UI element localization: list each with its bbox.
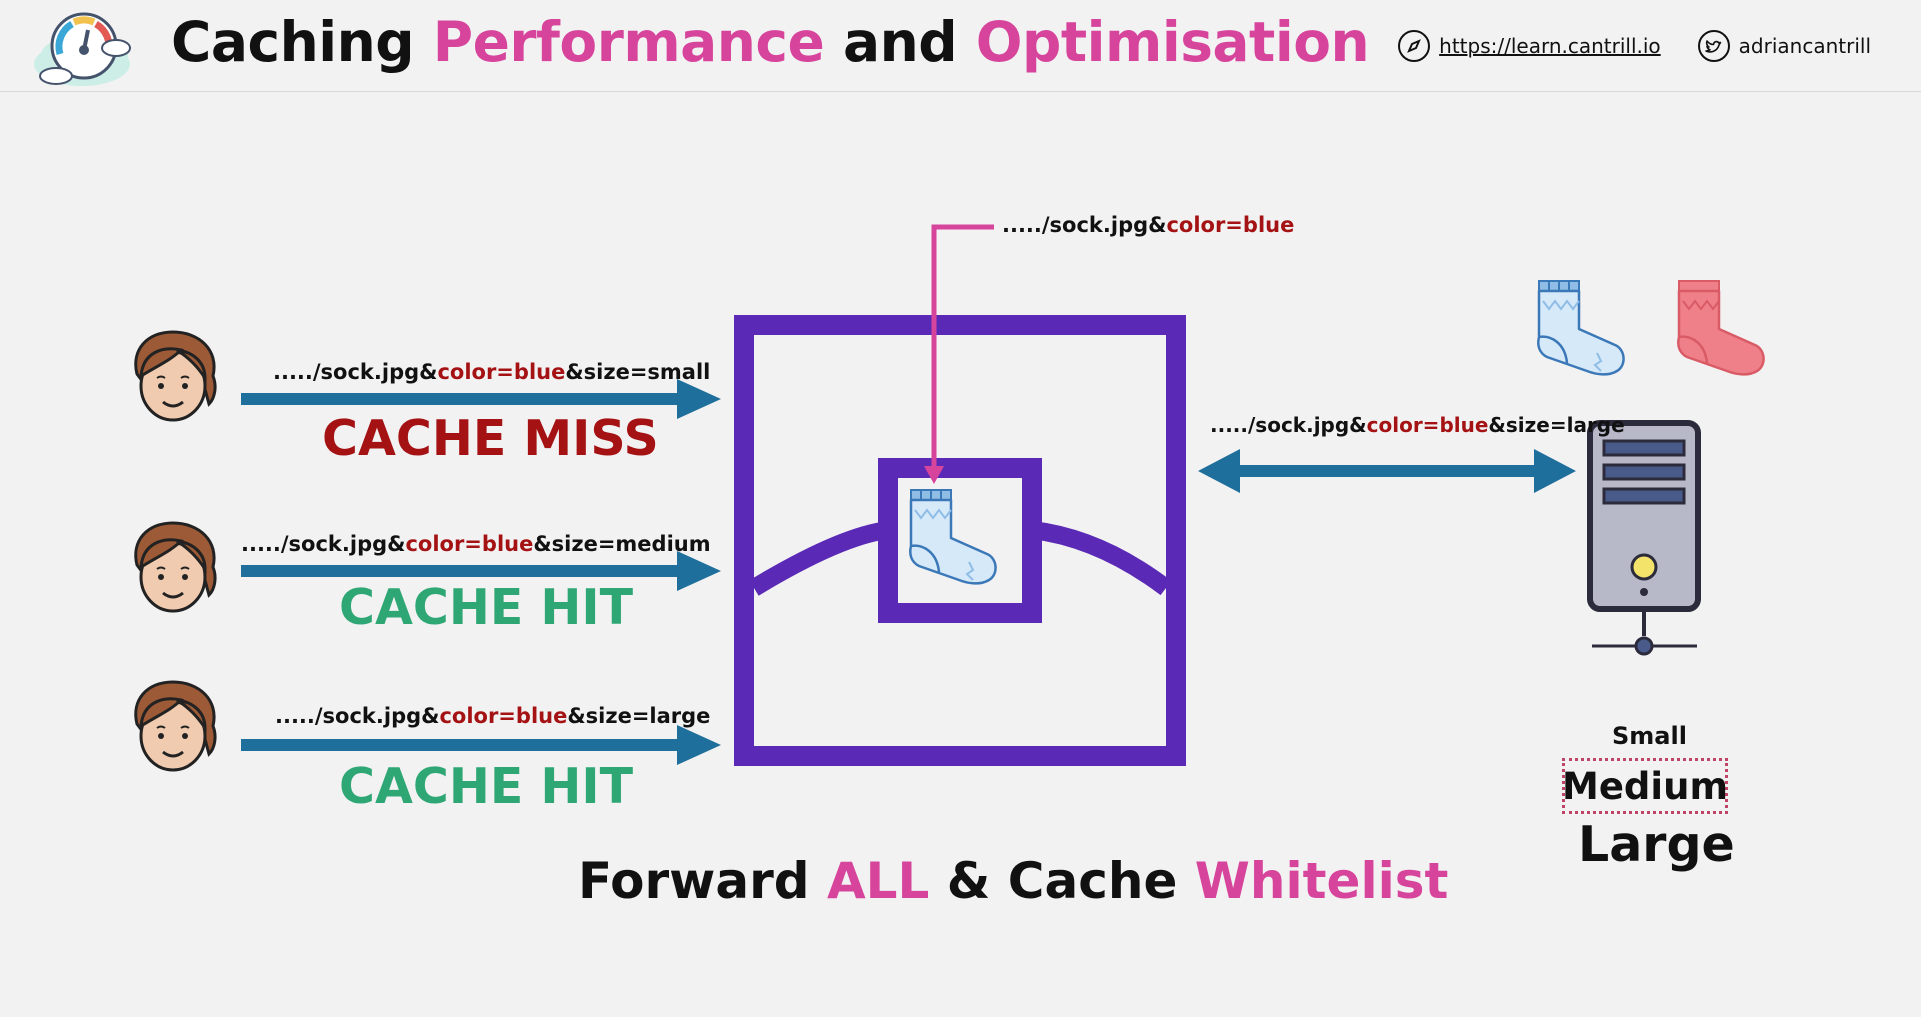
cache-hit-label-2: CACHE HIT (339, 758, 634, 815)
request-3-size-param: &size=large (567, 704, 711, 728)
request-arrow-2 (241, 551, 721, 591)
title-part-2: Performance (432, 10, 825, 74)
size-large-label: Large (1578, 816, 1735, 873)
twitter-handle[interactable]: adriancantrill (1738, 34, 1871, 58)
cache-miss-label: CACHE MISS (322, 410, 659, 467)
cache-hit-label-1: CACHE HIT (339, 579, 634, 636)
request-url-1: ...../sock.jpg&color=blue&size=small (273, 360, 710, 384)
footer-title: Forward ALL & Cache Whitelist (578, 852, 1448, 910)
cached-object-box (878, 458, 1042, 623)
edge-arc-right (1030, 521, 1172, 596)
footer-part-2: ALL (826, 852, 930, 910)
edge-arc-left (749, 521, 890, 596)
origin-request-label: ...../sock.jpg&color=blue&size=large (1210, 413, 1625, 437)
compass-icon (1398, 30, 1431, 62)
size-small-label: Small (1612, 722, 1687, 750)
size-medium-label: Medium (1562, 758, 1728, 814)
request-2-path: ...../sock.jpg& (241, 532, 406, 556)
origin-request-color-param: color=blue (1366, 413, 1489, 437)
request-2-size-param: &size=medium (533, 532, 711, 556)
cache-key-path: ...../sock.jpg& (1002, 213, 1167, 237)
request-arrow-3 (241, 725, 721, 765)
cache-key-color-param: color=blue (1166, 213, 1295, 237)
request-2-color-param: color=blue (405, 532, 534, 556)
request-arrow-1 (241, 379, 721, 419)
cache-key-arrowhead (924, 466, 944, 484)
cache-key-label: ...../sock.jpg&color=blue (1002, 213, 1294, 237)
blue-sock-icon (1537, 279, 1625, 376)
website-url[interactable]: https://learn.cantrill.io (1439, 34, 1661, 58)
footer-part-1: Forward (578, 852, 827, 910)
page-title: Caching Performance and Optimisation (171, 10, 1370, 74)
size-medium-text: Medium (1562, 764, 1728, 808)
origin-server-icon (1587, 420, 1701, 656)
footer-part-4: Whitelist (1194, 852, 1449, 910)
cache-key-connector (931, 224, 994, 470)
speedometer-cloud-logo (34, 12, 131, 86)
request-url-2: ...../sock.jpg&color=blue&size=medium (241, 532, 711, 556)
title-part-1: Caching (171, 10, 433, 74)
origin-request-path: ...../sock.jpg& (1210, 413, 1367, 437)
request-1-color-param: color=blue (437, 360, 566, 384)
title-part-4: Optimisation (975, 10, 1370, 74)
origin-request-size-param: &size=large (1488, 413, 1625, 437)
request-3-path: ...../sock.jpg& (275, 704, 440, 728)
edge-location-box (734, 315, 1186, 766)
header-links: https://learn.cantrill.io adriancantrill (1397, 26, 1871, 66)
twitter-icon (1697, 30, 1730, 62)
origin-double-arrow (1198, 449, 1576, 493)
title-part-3: and (824, 10, 976, 74)
request-1-path: ...../sock.jpg& (273, 360, 438, 384)
request-3-color-param: color=blue (439, 704, 568, 728)
footer-part-3: & Cache (929, 852, 1195, 910)
user-avatar-3 (134, 680, 217, 772)
website-link[interactable]: https://learn.cantrill.io (1397, 29, 1661, 63)
red-sock-icon (1677, 279, 1765, 376)
header-bar: Caching Performance and Optimisation htt… (0, 0, 1921, 92)
user-avatar-2 (134, 521, 217, 613)
request-url-3: ...../sock.jpg&color=blue&size=large (275, 704, 710, 728)
twitter-link[interactable]: adriancantrill (1697, 29, 1871, 63)
request-1-size-param: &size=small (565, 360, 711, 384)
user-avatar-1 (134, 330, 217, 422)
